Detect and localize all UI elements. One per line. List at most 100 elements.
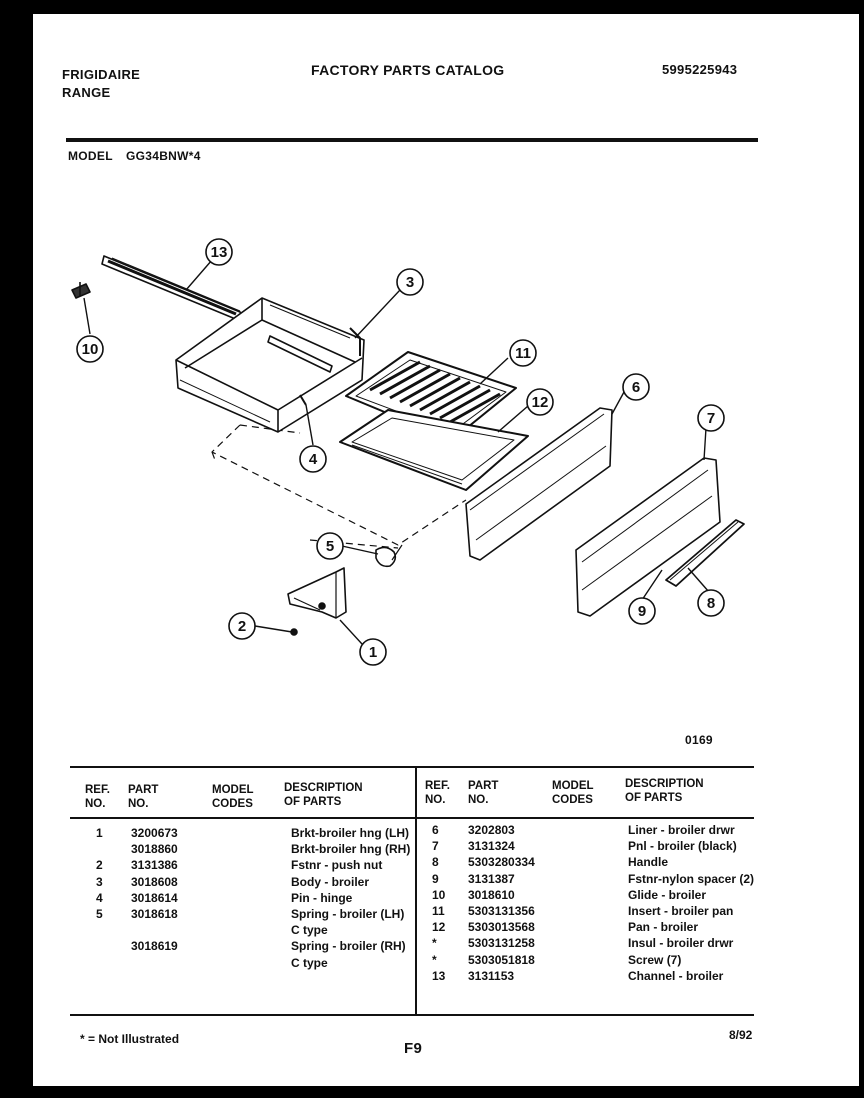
description-cell: Spring - broiler (LH) [291, 906, 405, 921]
part-number-cell: 5303131258 [468, 936, 535, 951]
callout-label-11: 11 [515, 345, 531, 362]
description-cell: Fstnr-nylon spacer (2) [628, 871, 755, 886]
description-cell: Glide - broiler [628, 887, 707, 902]
callout-label-3: 3 [406, 274, 414, 291]
header-rule [66, 138, 758, 142]
part-number-cell: 3018860 [131, 842, 178, 857]
description-cell: Screw (7) [628, 952, 682, 967]
part-number-cell: 3131387 [468, 871, 515, 886]
catalog-page [33, 14, 859, 1086]
ref-cell: 7 [432, 839, 439, 854]
table-top-rule [70, 766, 754, 768]
model-number: GG34BNW*4 [126, 149, 201, 163]
table-header-rule [70, 817, 754, 819]
ref-cell: 8 [432, 855, 439, 870]
callout-5: 5 [316, 532, 344, 560]
table-row: 3018860 Brkt-broiler hng (RH) [96, 841, 410, 857]
description-cell: Insert - broiler pan [628, 903, 734, 918]
part-number-cell: 3018608 [131, 874, 178, 889]
left-header-ref: REF.NO. [85, 784, 110, 810]
part-number-cell: 3200673 [131, 826, 178, 840]
part-number-cell: 5303051818 [468, 952, 535, 967]
table-row: 10 3018610 Glide - broiler [432, 887, 754, 903]
callout-6: 6 [622, 373, 650, 401]
ref-cell: 4 [96, 890, 103, 905]
callout-label-8: 8 [707, 595, 715, 612]
not-illustrated-note: * = Not Illustrated [80, 1032, 180, 1046]
ref-cell [96, 938, 131, 954]
broiler-body-part [175, 297, 365, 433]
left-parts-table: 1 3200673 Brkt-broiler hng (LH) 3018860 Brk… [96, 825, 410, 971]
broiler-pan-part [339, 409, 529, 491]
callout-12: 12 [526, 388, 554, 416]
ref-cell: 12 [432, 920, 446, 935]
description-cell: Pan - broiler [628, 920, 699, 935]
table-row: 5 3018618 Spring - broiler (LH) [96, 906, 410, 922]
table-row: * 5303131258 Insul - broiler drwr [432, 935, 754, 951]
ref-cell: 5 [96, 906, 103, 921]
description-cell: Brkt-broiler hng (LH) [291, 826, 409, 840]
description-cell: Spring - broiler (RH) [291, 939, 406, 954]
description-cell: Handle [628, 855, 669, 870]
callout-label-10: 10 [82, 341, 99, 358]
callout-9: 9 [628, 597, 656, 625]
ref-cell: 2 [96, 858, 103, 873]
description-cell: Pnl - broiler (black) [628, 839, 737, 854]
table-row: C type [96, 922, 410, 938]
description-cell: Brkt-broiler hng (RH) [291, 842, 411, 857]
table-row: 12 5303013568 Pan - broiler [432, 919, 754, 935]
callout-4: 4 [299, 445, 327, 473]
part-number-cell [131, 922, 291, 938]
part-number-cell: 3018614 [131, 890, 178, 905]
callout-leaders [83, 259, 710, 645]
callout-10: 10 [76, 335, 104, 363]
catalog-date: 8/92 [729, 1028, 753, 1042]
ref-cell [96, 955, 131, 971]
callout-8: 8 [697, 589, 725, 617]
part-number-cell: 3131324 [468, 839, 515, 854]
page-number: F9 [404, 1040, 423, 1057]
broiler-panel-part [575, 457, 721, 617]
part-number-cell: 3018618 [131, 906, 178, 921]
model-label: MODEL [68, 149, 113, 163]
description-cell: Channel - broiler [628, 968, 724, 983]
exploded-parts-diagram: 13 3 10 4 11 12 6 7 5 2 1 9 8 [71, 238, 745, 666]
callout-label-6: 6 [632, 379, 640, 396]
part-number-cell: 3018619 [131, 939, 178, 954]
broiler-drawer-liner-part [465, 407, 613, 561]
part-number-cell [131, 955, 291, 971]
ref-cell: 10 [432, 887, 446, 902]
part-number-cell: 5303013568 [468, 920, 535, 935]
product-type: RANGE [62, 85, 111, 100]
description-cell: C type [291, 923, 328, 938]
glide-part [71, 282, 91, 299]
ref-cell: 6 [432, 823, 439, 837]
table-row: 7 3131324 Pnl - broiler (black) [432, 838, 754, 854]
callout-label-7: 7 [707, 410, 715, 427]
catalog-number: 5995225943 [662, 62, 738, 77]
callout-11: 11 [509, 339, 537, 367]
table-column-divider [415, 767, 417, 1015]
broiler-channel-part [101, 255, 247, 321]
callout-7: 7 [697, 404, 725, 432]
ref-cell: * [432, 936, 437, 951]
table-row: 3018619 Spring - broiler (RH) [96, 938, 410, 954]
part-number-cell: 3018610 [468, 887, 515, 902]
description-cell: Insul - broiler drwr [628, 936, 734, 951]
ref-cell: 1 [96, 826, 103, 840]
table-bottom-rule [70, 1014, 754, 1016]
callout-13: 13 [205, 238, 233, 266]
